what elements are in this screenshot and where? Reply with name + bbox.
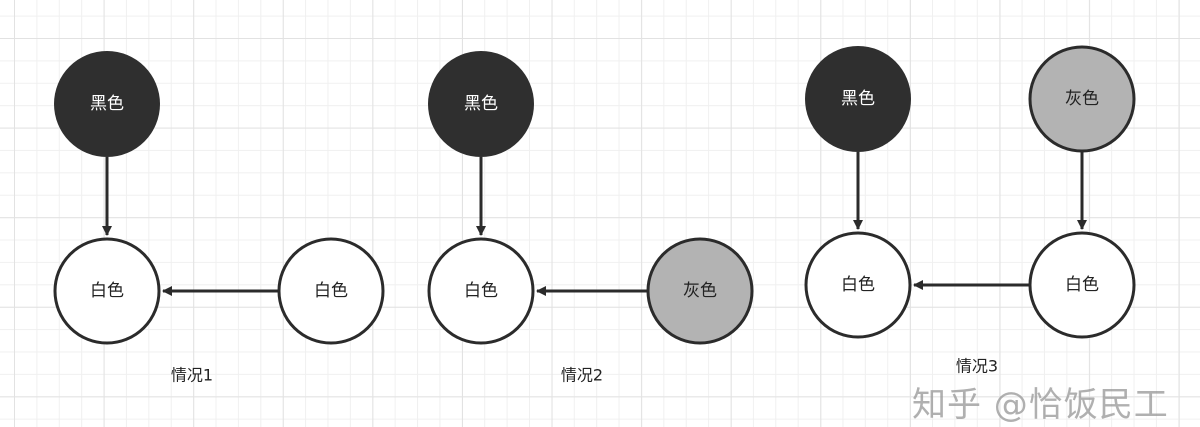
node-label: 白色 bbox=[464, 281, 498, 301]
node-case3-gray[interactable]: 灰色 bbox=[1028, 45, 1136, 153]
node-case1-white-right[interactable]: 白色 bbox=[277, 237, 385, 345]
caption-case3: 情况3 bbox=[956, 357, 998, 376]
node-case2-white[interactable]: 白色 bbox=[427, 237, 535, 345]
case2-group: 黑色 白色 灰色 情况2 bbox=[427, 51, 754, 385]
watermark: 知乎 @恰饭民工 bbox=[912, 385, 1169, 425]
node-label: 灰色 bbox=[683, 281, 717, 301]
node-case1-black[interactable]: 黑色 bbox=[54, 51, 160, 157]
node-label: 白色 bbox=[1065, 275, 1099, 295]
node-label: 黑色 bbox=[464, 94, 498, 114]
node-label: 白色 bbox=[841, 275, 875, 295]
node-label: 白色 bbox=[90, 281, 124, 301]
node-case1-white-left[interactable]: 白色 bbox=[53, 237, 161, 345]
node-case3-white-left[interactable]: 白色 bbox=[804, 231, 912, 339]
node-label: 黑色 bbox=[90, 94, 124, 114]
caption-case2: 情况2 bbox=[561, 366, 603, 385]
node-label: 白色 bbox=[314, 281, 348, 301]
case3-group: 黑色 灰色 白色 白色 情况3 bbox=[804, 45, 1136, 376]
node-label: 灰色 bbox=[1065, 89, 1099, 109]
node-label: 黑色 bbox=[841, 89, 875, 109]
case1-group: 黑色 白色 白色 情况1 bbox=[53, 51, 385, 385]
node-case2-black[interactable]: 黑色 bbox=[428, 51, 534, 157]
node-case3-white-right[interactable]: 白色 bbox=[1028, 231, 1136, 339]
caption-case1: 情况1 bbox=[171, 366, 213, 385]
node-case3-black[interactable]: 黑色 bbox=[805, 46, 911, 152]
node-case2-gray[interactable]: 灰色 bbox=[646, 237, 754, 345]
